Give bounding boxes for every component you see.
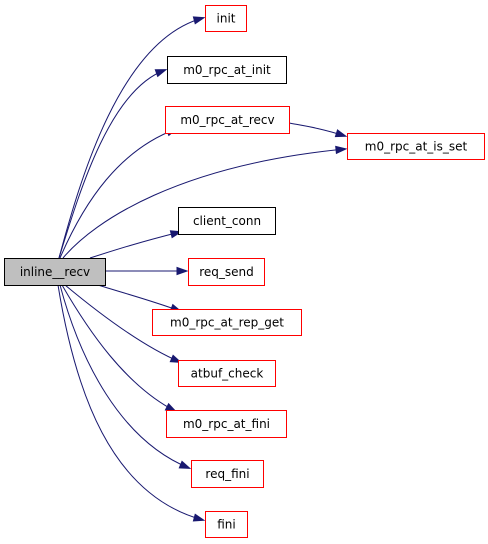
edge-line	[58, 17, 204, 259]
node-box	[165, 106, 290, 134]
edge-inline-recv-to-fini	[57, 284, 206, 522]
node-label: init	[217, 12, 236, 26]
node-label: atbuf_check	[191, 367, 264, 381]
edge-line	[62, 148, 346, 259]
edge-inline-recv-to-m0-rpc-at-fini	[61, 284, 178, 413]
node-m0-rpc-at-recv[interactable]: m0_rpc_at_recv	[165, 106, 290, 134]
node-m0-rpc-at-fini[interactable]: m0_rpc_at_fini	[166, 410, 287, 438]
edge-line	[61, 284, 176, 412]
edge-inline-recv-to-m0-rpc-at-rep-get	[97, 284, 183, 312]
node-fini[interactable]: fini	[205, 511, 248, 538]
node-label: inline__recv	[20, 265, 90, 279]
edge-inline-recv-to-m0-rpc-at-is-set	[62, 145, 348, 259]
edge-line	[97, 284, 181, 312]
arrowhead	[176, 266, 189, 276]
node-label: m0_rpc_at_init	[183, 63, 271, 77]
node-label: fini	[217, 518, 236, 532]
node-box	[167, 56, 287, 84]
node-client-conn: client_conn	[178, 207, 276, 235]
edge-inline-recv-to-req-send	[104, 266, 189, 276]
node-init[interactable]: init	[205, 5, 247, 32]
node-box	[178, 207, 276, 235]
arrowhead	[154, 69, 168, 78]
node-label: client_conn	[193, 214, 261, 228]
edge-inline-recv-to-init	[58, 16, 206, 259]
node-box	[191, 460, 264, 488]
arrowhead	[192, 513, 206, 522]
node-label: req_send	[199, 265, 254, 279]
edge-line	[59, 284, 190, 469]
node-box	[188, 258, 265, 286]
node-m0-rpc-at-rep-get[interactable]: m0_rpc_at_rep_get	[152, 309, 302, 336]
node-atbuf-check[interactable]: atbuf_check	[178, 360, 276, 387]
edge-inline-recv-to-client-conn	[89, 230, 183, 259]
arrowhead	[192, 16, 206, 25]
node-label: req_fini	[205, 467, 249, 481]
node-box	[166, 410, 287, 438]
edge-line	[64, 284, 181, 363]
node-box	[178, 360, 276, 387]
arrowhead	[334, 129, 348, 138]
node-box	[152, 309, 302, 336]
edge-line	[59, 128, 177, 259]
node-box	[205, 5, 247, 32]
node-label: m0_rpc_at_rep_get	[170, 316, 284, 330]
node-m0-rpc-at-init: m0_rpc_at_init	[167, 56, 287, 84]
node-label: m0_rpc_at_is_set	[365, 140, 468, 154]
arrowhead	[335, 145, 348, 155]
edge-line	[89, 231, 181, 259]
node-box	[347, 133, 485, 160]
node-box	[4, 258, 106, 286]
nodes-layer: inline__recv init m0_rpc_at_init m0_rpc_at_…	[4, 5, 485, 538]
edge-inline-recv-to-req-fini	[59, 284, 192, 469]
node-req-fini[interactable]: req_fini	[191, 460, 264, 488]
node-box	[205, 511, 248, 538]
node-inline-recv: inline__recv	[4, 258, 106, 286]
node-label: m0_rpc_at_recv	[180, 113, 274, 127]
edge-line	[58, 69, 166, 259]
node-req-send[interactable]: req_send	[188, 258, 265, 286]
edge-line	[57, 284, 204, 521]
arrowhead	[178, 460, 192, 469]
edges-layer	[57, 16, 348, 522]
edge-m0-rpc-at-recv-to-m0-rpc-at-is-set	[288, 122, 348, 138]
node-m0-rpc-at-is-set[interactable]: m0_rpc_at_is_set	[347, 133, 485, 160]
edge-inline-recv-to-m0-rpc-at-init	[58, 69, 168, 259]
node-label: m0_rpc_at_fini	[183, 417, 270, 431]
